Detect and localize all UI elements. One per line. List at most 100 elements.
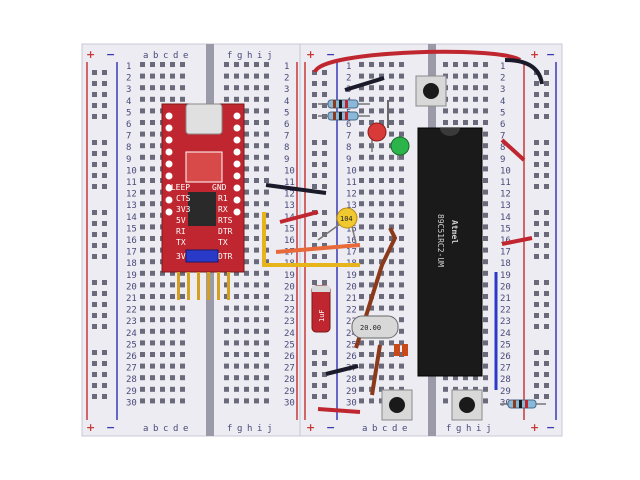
- breadboard-hole: [389, 154, 394, 160]
- breadboard-hole: [170, 270, 175, 276]
- breadboard-hole: [359, 224, 364, 230]
- breadboard-hole: [534, 184, 539, 189]
- column-letter: b: [372, 424, 377, 434]
- row-number: 12: [500, 190, 511, 200]
- breadboard-hole: [544, 243, 549, 248]
- breadboard-hole: [369, 236, 374, 241]
- module-pin-left: 3V: [176, 252, 186, 261]
- breadboard-hole: [140, 62, 145, 67]
- breadboard-hole: [102, 302, 107, 307]
- breadboard-hole: [224, 62, 229, 67]
- breadboard-hole: [534, 221, 539, 226]
- breadboard-hole: [379, 189, 384, 195]
- breadboard-hole: [150, 96, 155, 102]
- breadboard-hole: [544, 81, 549, 86]
- breadboard-hole: [463, 85, 468, 91]
- breadboard-hole: [463, 375, 468, 381]
- breadboard-hole: [312, 254, 317, 259]
- breadboard-hole: [389, 294, 394, 299]
- rail-plus: +: [86, 421, 95, 434]
- breadboard-hole: [102, 173, 107, 178]
- breadboard-hole: [534, 291, 539, 296]
- breadboard-hole: [264, 178, 269, 183]
- column-letter: c: [163, 424, 168, 434]
- row-number: 17: [346, 248, 357, 258]
- breadboard-hole: [140, 143, 145, 149]
- row-number: 23: [284, 317, 295, 327]
- column-letter: e: [183, 424, 188, 434]
- breadboard-hole: [359, 154, 364, 160]
- breadboard-hole: [92, 162, 97, 167]
- breadboard-hole: [483, 131, 488, 137]
- breadboard-hole: [264, 96, 269, 102]
- breadboard-hole: [399, 131, 404, 137]
- breadboard-hole: [180, 305, 185, 311]
- breadboard-hole: [140, 259, 145, 265]
- wire-black: [344, 76, 385, 92]
- breadboard-hole: [140, 96, 145, 102]
- breadboard-hole: [322, 221, 327, 226]
- breadboard-hole: [483, 212, 488, 218]
- breadboard-hole: [150, 305, 155, 311]
- breadboard-hole: [534, 372, 539, 377]
- row-number: 25: [500, 340, 511, 350]
- breadboard-hole: [369, 398, 374, 404]
- module-pad: [165, 112, 173, 120]
- row-number: 8: [284, 143, 289, 153]
- row-number: 23: [346, 317, 357, 327]
- breadboard-hole: [534, 302, 539, 307]
- breadboard-hole: [102, 184, 107, 189]
- breadboard-hole: [379, 236, 384, 241]
- column-letter: a: [143, 424, 148, 434]
- breadboard-hole: [369, 178, 374, 183]
- breadboard-hole: [102, 232, 107, 237]
- breadboard-hole: [244, 328, 249, 334]
- breadboard-hole: [379, 143, 384, 149]
- column-letter: b: [153, 424, 158, 434]
- breadboard-hole: [224, 352, 229, 357]
- breadboard-hole: [473, 108, 478, 114]
- module-pad: [233, 148, 241, 156]
- column-letter: j: [267, 51, 272, 61]
- row-number: 13: [284, 201, 295, 211]
- breadboard-hole: [312, 81, 317, 86]
- column-letter: i: [257, 424, 262, 434]
- breadboard-hole: [224, 328, 229, 334]
- breadboard-hole: [150, 178, 155, 183]
- breadboard-hole: [389, 224, 394, 230]
- breadboard-hole: [264, 85, 269, 91]
- breadboard-hole: [483, 386, 488, 392]
- breadboard-hole: [389, 85, 394, 91]
- breadboard-hole: [389, 96, 394, 102]
- breadboard-hole: [102, 140, 107, 145]
- breadboard-hole: [234, 270, 239, 276]
- column-letter: h: [247, 51, 252, 61]
- breadboard-hole: [102, 372, 107, 377]
- breadboard-hole: [534, 81, 539, 86]
- row-number: 21: [284, 294, 295, 304]
- breadboard-hole: [473, 62, 478, 67]
- breadboard-hole: [150, 120, 155, 125]
- breadboard-hole: [264, 143, 269, 149]
- column-letter: a: [362, 424, 367, 434]
- breadboard-hole: [102, 361, 107, 366]
- breadboard-hole: [92, 70, 97, 75]
- breadboard-hole: [92, 210, 97, 215]
- breadboard-hole: [244, 363, 249, 369]
- row-number: 29: [126, 387, 137, 397]
- breadboard-hole: [359, 375, 364, 381]
- breadboard-hole: [244, 294, 249, 299]
- row-number: 12: [126, 190, 137, 200]
- breadboard-hole: [369, 247, 374, 253]
- wire-yellow: [262, 212, 360, 267]
- breadboard-hole: [399, 340, 404, 346]
- breadboard-hole: [399, 154, 404, 160]
- breadboard-hole: [312, 114, 317, 119]
- breadboard-hole: [483, 154, 488, 160]
- breadboard-hole: [170, 294, 175, 299]
- breadboard-hole: [254, 166, 259, 172]
- breadboard-hole: [180, 340, 185, 346]
- rail-signs: + − + − + − + − + − + −: [86, 48, 555, 434]
- breadboard-hole: [359, 201, 364, 207]
- breadboard-hole: [150, 212, 155, 218]
